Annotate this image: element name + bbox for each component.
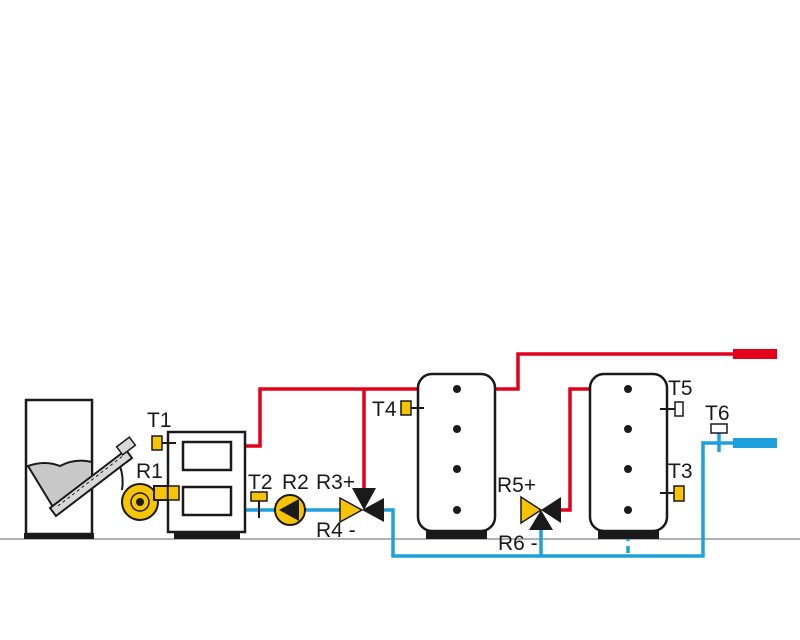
sensor-t4 <box>400 400 424 416</box>
label-t5: T5 <box>668 377 693 400</box>
sensor-t6 <box>710 423 728 434</box>
label-t1: T1 <box>147 409 172 432</box>
hot-tank2-feed <box>556 387 590 512</box>
label-r6: R6 - <box>498 532 538 555</box>
label-r3: R3+ <box>316 471 355 494</box>
hot-tank-outlet <box>495 352 735 391</box>
auger-feeder-icon <box>48 436 137 518</box>
fuel-silo <box>24 398 94 539</box>
hot-supply-pipe <box>245 387 418 448</box>
label-t6: T6 <box>705 402 730 425</box>
three-way-valve-icon <box>339 488 384 524</box>
label-t3: T3 <box>668 460 693 483</box>
storage-tank-2 <box>588 372 669 539</box>
label-r4: R4 - <box>316 519 356 542</box>
sensor-t1 <box>151 435 176 451</box>
label-r2: R2 <box>282 471 309 494</box>
hot-outlet-stub <box>733 349 777 359</box>
label-t2: T2 <box>248 471 273 494</box>
cold-outlet-stub <box>733 438 777 448</box>
three-way-valve-icon <box>520 495 561 530</box>
label-t4: T4 <box>372 398 397 421</box>
sensor-t2 <box>250 491 268 518</box>
buffer-tank-1 <box>416 372 497 539</box>
cold-bottom-loop <box>380 441 735 558</box>
sensor-t5 <box>660 401 684 417</box>
label-r1: R1 <box>136 460 163 483</box>
sensor-t3 <box>660 485 685 502</box>
boiler <box>166 430 247 539</box>
blower-fan-icon <box>121 483 169 521</box>
label-r5: R5+ <box>497 474 536 497</box>
circulation-pump-icon <box>274 494 306 526</box>
